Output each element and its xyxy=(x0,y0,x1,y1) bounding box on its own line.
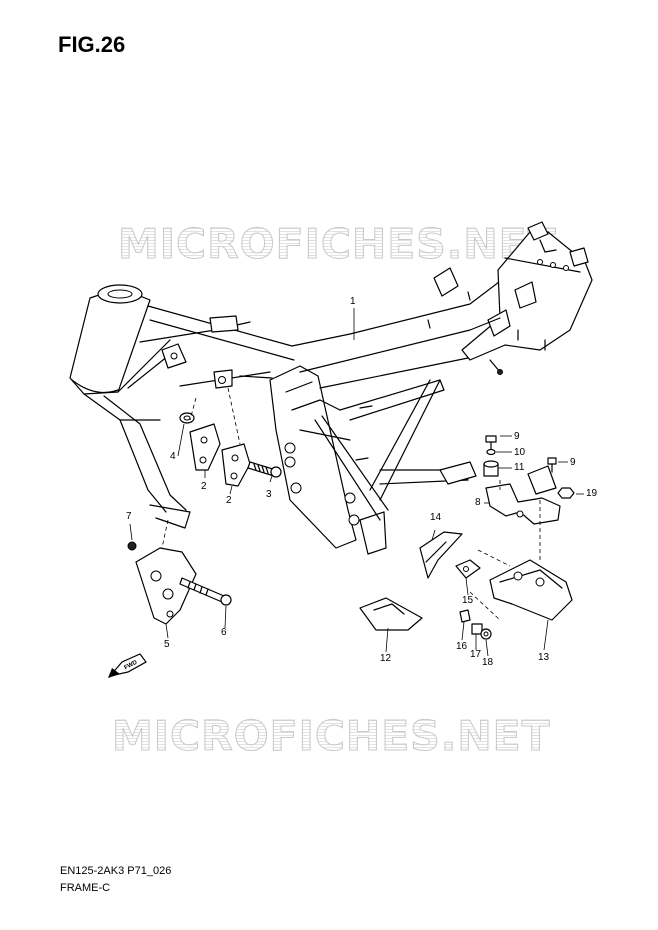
callout-12: 12 xyxy=(380,653,392,664)
callout-17: 17 xyxy=(470,649,482,660)
callout-3: 3 xyxy=(266,489,272,500)
callout-10: 10 xyxy=(514,447,526,458)
callout-14: 14 xyxy=(430,512,442,523)
part-13-cover xyxy=(489,559,573,621)
part-12-pad xyxy=(359,597,423,631)
figure-title: FIG.26 xyxy=(58,32,126,57)
callout-9b: 9 xyxy=(570,457,576,468)
forward-direction-arrow: FWD xyxy=(108,653,147,678)
callout-2: 2 xyxy=(201,481,207,492)
pivot-section xyxy=(269,365,357,549)
callout-6: 6 xyxy=(221,627,227,638)
callout-13: 13 xyxy=(538,652,550,663)
callout-1: 1 xyxy=(350,296,356,307)
callout-2b: 2 xyxy=(226,495,232,506)
part-2-bracket-a xyxy=(189,423,221,471)
callout-18: 18 xyxy=(482,657,494,668)
callout-7: 7 xyxy=(126,511,132,522)
callout-9: 9 xyxy=(514,431,520,442)
diagram-code: EN125-2AK3 P71_026 xyxy=(60,865,172,877)
leader-lines xyxy=(129,308,584,657)
callout-5: 5 xyxy=(164,639,170,650)
watermark-top: MICROFICHES.NET xyxy=(118,220,557,269)
steering-head-tube xyxy=(69,287,151,395)
diagram-name: FRAME-C xyxy=(60,882,111,894)
callout-15: 15 xyxy=(462,595,474,606)
part-2-bracket-b xyxy=(221,443,251,487)
callout-4: 4 xyxy=(170,451,176,462)
callout-16: 16 xyxy=(456,641,468,652)
callout-8: 8 xyxy=(475,497,481,508)
part-8-bracket xyxy=(485,483,561,525)
part-16-bolt xyxy=(459,609,471,623)
main-frame xyxy=(69,221,593,555)
part-19-nut xyxy=(557,487,575,499)
callout-11: 11 xyxy=(514,462,525,473)
part-7-nut xyxy=(127,541,137,551)
callout-19: 19 xyxy=(586,488,598,499)
watermark-bottom: MICROFICHES.NET xyxy=(112,712,551,761)
part-14-stay xyxy=(419,531,463,579)
part-17-collar xyxy=(471,623,483,635)
part-5-plate xyxy=(135,547,197,625)
